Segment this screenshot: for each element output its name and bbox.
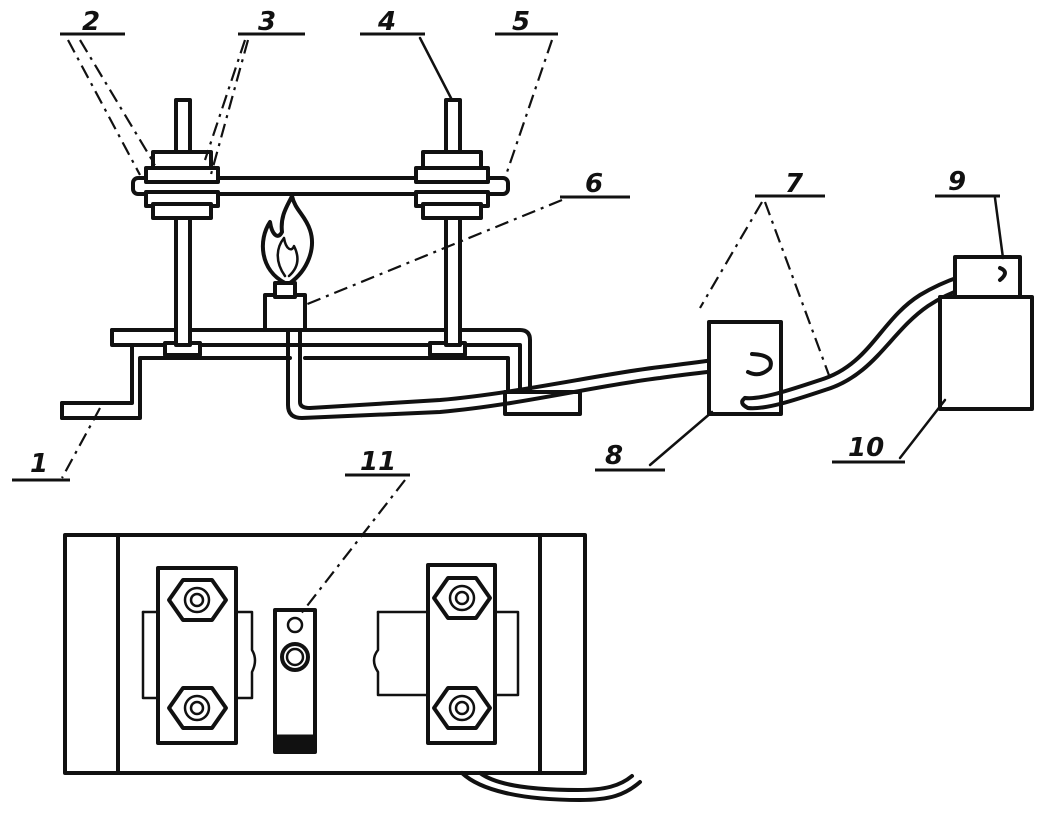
hex-nut-icon <box>167 578 228 622</box>
callout-5: 5 <box>512 7 530 37</box>
plan-view: 11 <box>63 447 642 802</box>
nut-stack-right <box>414 150 490 220</box>
nut-stack-left <box>144 150 220 220</box>
burner-strip <box>273 608 317 754</box>
stud-left <box>174 98 192 347</box>
gas-tube <box>286 328 754 420</box>
gas-cylinder <box>938 295 1034 411</box>
front-view: 1 2 3 4 5 6 7 8 9 <box>12 7 1034 482</box>
valve-block <box>953 255 1022 301</box>
burner <box>263 281 307 332</box>
hex-nut-icon <box>167 686 228 730</box>
hex-nut-icon <box>432 576 492 620</box>
callout-2: 2 <box>82 7 100 37</box>
callout-6: 6 <box>585 169 603 199</box>
clamp-left <box>141 566 257 745</box>
flame-icon <box>261 194 314 285</box>
callout-3: 3 <box>258 7 276 37</box>
callout-4: 4 <box>377 7 396 37</box>
callout-1: 1 <box>30 449 48 479</box>
callout-9: 9 <box>948 167 966 197</box>
hex-nut-icon <box>432 686 492 730</box>
callout-11: 11 <box>360 447 396 477</box>
clamp-right <box>372 563 520 745</box>
callout-8: 8 <box>605 441 623 471</box>
stud-right <box>444 98 462 347</box>
callout-7: 7 <box>785 169 804 199</box>
callout-10: 10 <box>848 433 884 463</box>
